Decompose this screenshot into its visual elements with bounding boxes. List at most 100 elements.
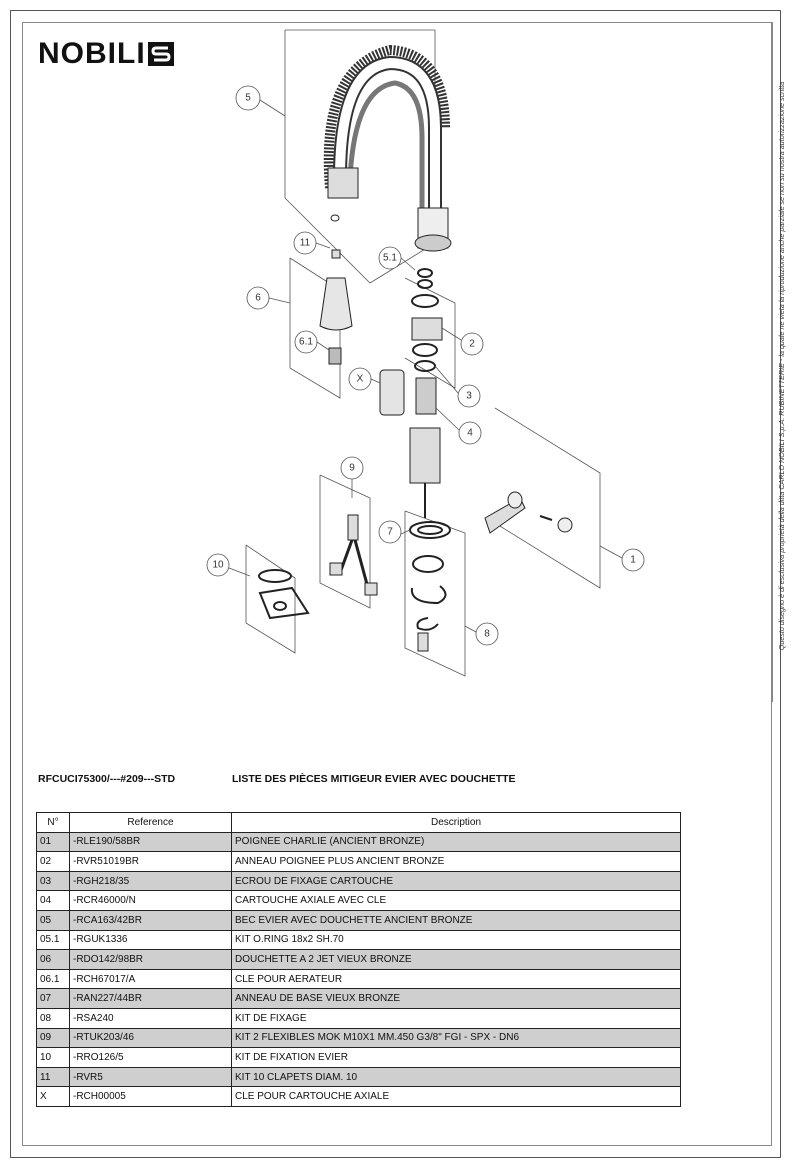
row-reference: -RSA240	[69, 1007, 232, 1029]
logo-mark-icon	[147, 42, 174, 66]
callout-1: 1	[630, 555, 636, 566]
row-reference: -RCH00005	[69, 1086, 232, 1107]
exploded-diagram: 5 11 5.1 6 6.1 2 X 3 4 9 7 1 10 8	[206, 29, 645, 677]
row-number: 04	[36, 890, 70, 911]
row-description: CLE POUR CARTOUCHE AXIALE	[231, 1086, 681, 1107]
row-description: KIT 10 CLAPETS DIAM. 10	[231, 1066, 681, 1088]
side-divider	[772, 22, 773, 702]
row-description: KIT O.RING 18x2 SH.70	[231, 929, 681, 951]
callout-8: 8	[484, 629, 490, 640]
row-number: X	[36, 1086, 70, 1107]
column-header-description: Description	[231, 812, 681, 833]
row-description: CARTOUCHE AXIALE AVEC CLE	[231, 890, 681, 911]
document-title: LISTE DES PIÈCES MITIGEUR EVIER AVEC DOU…	[232, 773, 516, 785]
row-number: 09	[36, 1027, 70, 1049]
logo-text: NOBILI	[38, 37, 146, 70]
row-reference: -RVR51019BR	[69, 851, 232, 872]
callout-6-1: 6.1	[299, 337, 313, 348]
row-number: 01	[36, 831, 70, 853]
group-outline-5	[284, 29, 436, 284]
row-number: 03	[36, 870, 70, 892]
column-header-number: N°	[36, 812, 70, 833]
key-tool-part	[379, 369, 405, 416]
row-number: 05	[36, 909, 70, 931]
small-ring	[330, 214, 340, 222]
inner-frame	[22, 22, 772, 1146]
callout-6: 6	[255, 293, 261, 304]
row-reference: -RDO142/98BR	[69, 949, 232, 970]
row-description: BEC EVIER AVEC DOUCHETTE ANCIENT BRONZE	[231, 909, 681, 931]
callout-11: 11	[300, 238, 311, 249]
row-description: ANNEAU POIGNEE PLUS ANCIENT BRONZE	[231, 851, 681, 872]
outer-frame	[10, 10, 781, 1158]
table-header-row: N° Reference Description	[36, 812, 681, 833]
group-outline-9	[319, 474, 371, 609]
callout-5-1: 5.1	[383, 253, 397, 264]
row-reference: -RRO126/5	[69, 1047, 232, 1068]
base-ring-part	[409, 521, 451, 573]
row-description: CLE POUR AERATEUR	[231, 968, 681, 990]
row-description: ANNEAU DE BASE VIEUX BRONZE	[231, 988, 681, 1009]
callout-4: 4	[467, 428, 473, 439]
row-description: KIT 2 FLEXIBLES MOK M10X1 MM.450 G3/8" F…	[231, 1027, 681, 1049]
row-description: POIGNEE CHARLIE (ANCIENT BRONZE)	[231, 831, 681, 853]
group-outline-6	[289, 257, 341, 399]
row-number: 05.1	[36, 929, 70, 951]
cartridge-stack	[409, 268, 443, 518]
row-reference: -RLE190/58BR	[69, 831, 232, 853]
sink-fixing-part	[258, 569, 310, 620]
callout-10: 10	[212, 560, 224, 571]
row-reference: -RCR46000/N	[69, 890, 232, 911]
row-reference: -RCH67017/A	[69, 968, 232, 990]
row-number: 10	[36, 1047, 70, 1068]
group-outline-1	[494, 407, 601, 589]
row-reference: -RGUK1336	[69, 929, 232, 951]
reference-code: RFCUCI75300/---#209---STD	[38, 773, 176, 785]
hoses-part	[329, 514, 378, 596]
brand-logo: NOBILI	[38, 38, 174, 70]
row-number: 08	[36, 1007, 70, 1029]
copyright-notice: Questo disegno è di esclusiva proprietà …	[777, 81, 786, 651]
row-reference: -RCA163/42BR	[69, 909, 232, 931]
shower-head-part	[319, 249, 353, 365]
callout-3: 3	[466, 391, 472, 402]
row-number: 11	[36, 1066, 70, 1088]
callout-x: X	[357, 374, 364, 385]
row-number: 02	[36, 851, 70, 872]
callout-5: 5	[245, 93, 251, 104]
callouts	[206, 85, 645, 646]
fixing-kit-part	[410, 585, 447, 652]
group-outline-10	[245, 544, 296, 654]
row-description: DOUCHETTE A 2 JET VIEUX BRONZE	[231, 949, 681, 970]
handle-part	[484, 491, 573, 534]
callout-2: 2	[469, 339, 475, 350]
spout-part	[323, 44, 452, 252]
row-description: ECROU DE FIXAGE CARTOUCHE	[231, 870, 681, 892]
row-reference: -RTUK203/46	[69, 1027, 232, 1049]
column-header-reference: Reference	[69, 812, 232, 833]
group-outline-2	[404, 277, 456, 389]
row-description: KIT DE FIXAGE	[231, 1007, 681, 1029]
row-number: 06.1	[36, 968, 70, 990]
row-description: KIT DE FIXATION EVIER	[231, 1047, 681, 1068]
callout-7: 7	[387, 527, 393, 538]
row-number: 07	[36, 988, 70, 1009]
row-reference: -RGH218/35	[69, 870, 232, 892]
row-reference: -RAN227/44BR	[69, 988, 232, 1009]
callout-9: 9	[349, 463, 355, 474]
